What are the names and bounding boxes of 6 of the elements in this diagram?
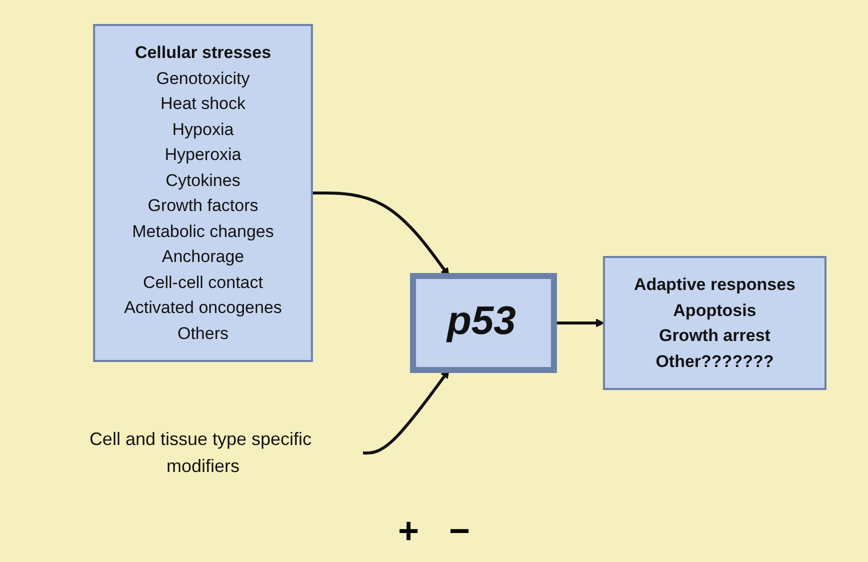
node-box: p53 bbox=[410, 273, 557, 373]
node-box: Cellular stresses Genotoxicity Heat shock Hypoxia Hyperoxia Cytokines Growth factors Metabolic changes Anchorage Cell-cell contact Activated oncogenes Others bbox=[92, 24, 313, 362]
node-text: Cell and tissue type specific modifiers bbox=[89, 429, 312, 476]
node-box: Adaptive responses Apoptosis Growth arrest Other??????? bbox=[602, 256, 826, 390]
sign-label: + bbox=[398, 510, 419, 552]
sign-label: − bbox=[449, 510, 470, 552]
